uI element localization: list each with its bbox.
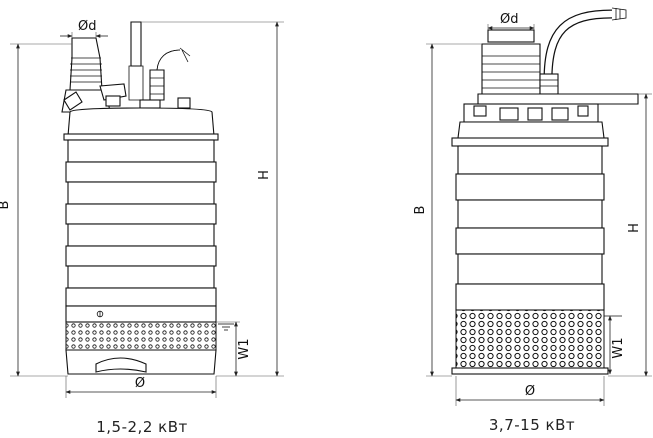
lifting-bracket [477,93,639,105]
label-small-H: H [257,170,272,180]
strainer [65,305,217,375]
motor-body [455,145,605,311]
cable-entry [539,7,627,95]
label-small-dia: Ø [135,376,145,391]
label-large-dia: Ø [525,384,535,399]
pump-large: Ød B H W1 Ø [413,7,652,406]
bolt [177,97,191,109]
label-large-W1: W1 [611,337,626,358]
strainer [451,309,609,375]
label-small-B: B [0,201,12,210]
label-small-W1: W1 [237,338,252,359]
handle-tube [130,21,142,67]
top-cover [67,107,215,137]
motor-body [65,139,217,307]
water-level-mark [218,323,234,331]
caption-small-pump: 1,5-2,2 кВт [96,418,187,436]
cable-entry [149,47,191,101]
discharge-outlet [481,29,541,97]
label-large-H: H [627,223,642,233]
pump-small: Ød B H W1 Ø [0,19,284,398]
label-small-d: Ød [78,19,96,34]
label-large-d: Ød [500,12,518,27]
label-large-B: B [413,206,428,215]
caption-large-pump: 3,7-15 кВт [489,416,575,434]
bolt [105,95,121,107]
